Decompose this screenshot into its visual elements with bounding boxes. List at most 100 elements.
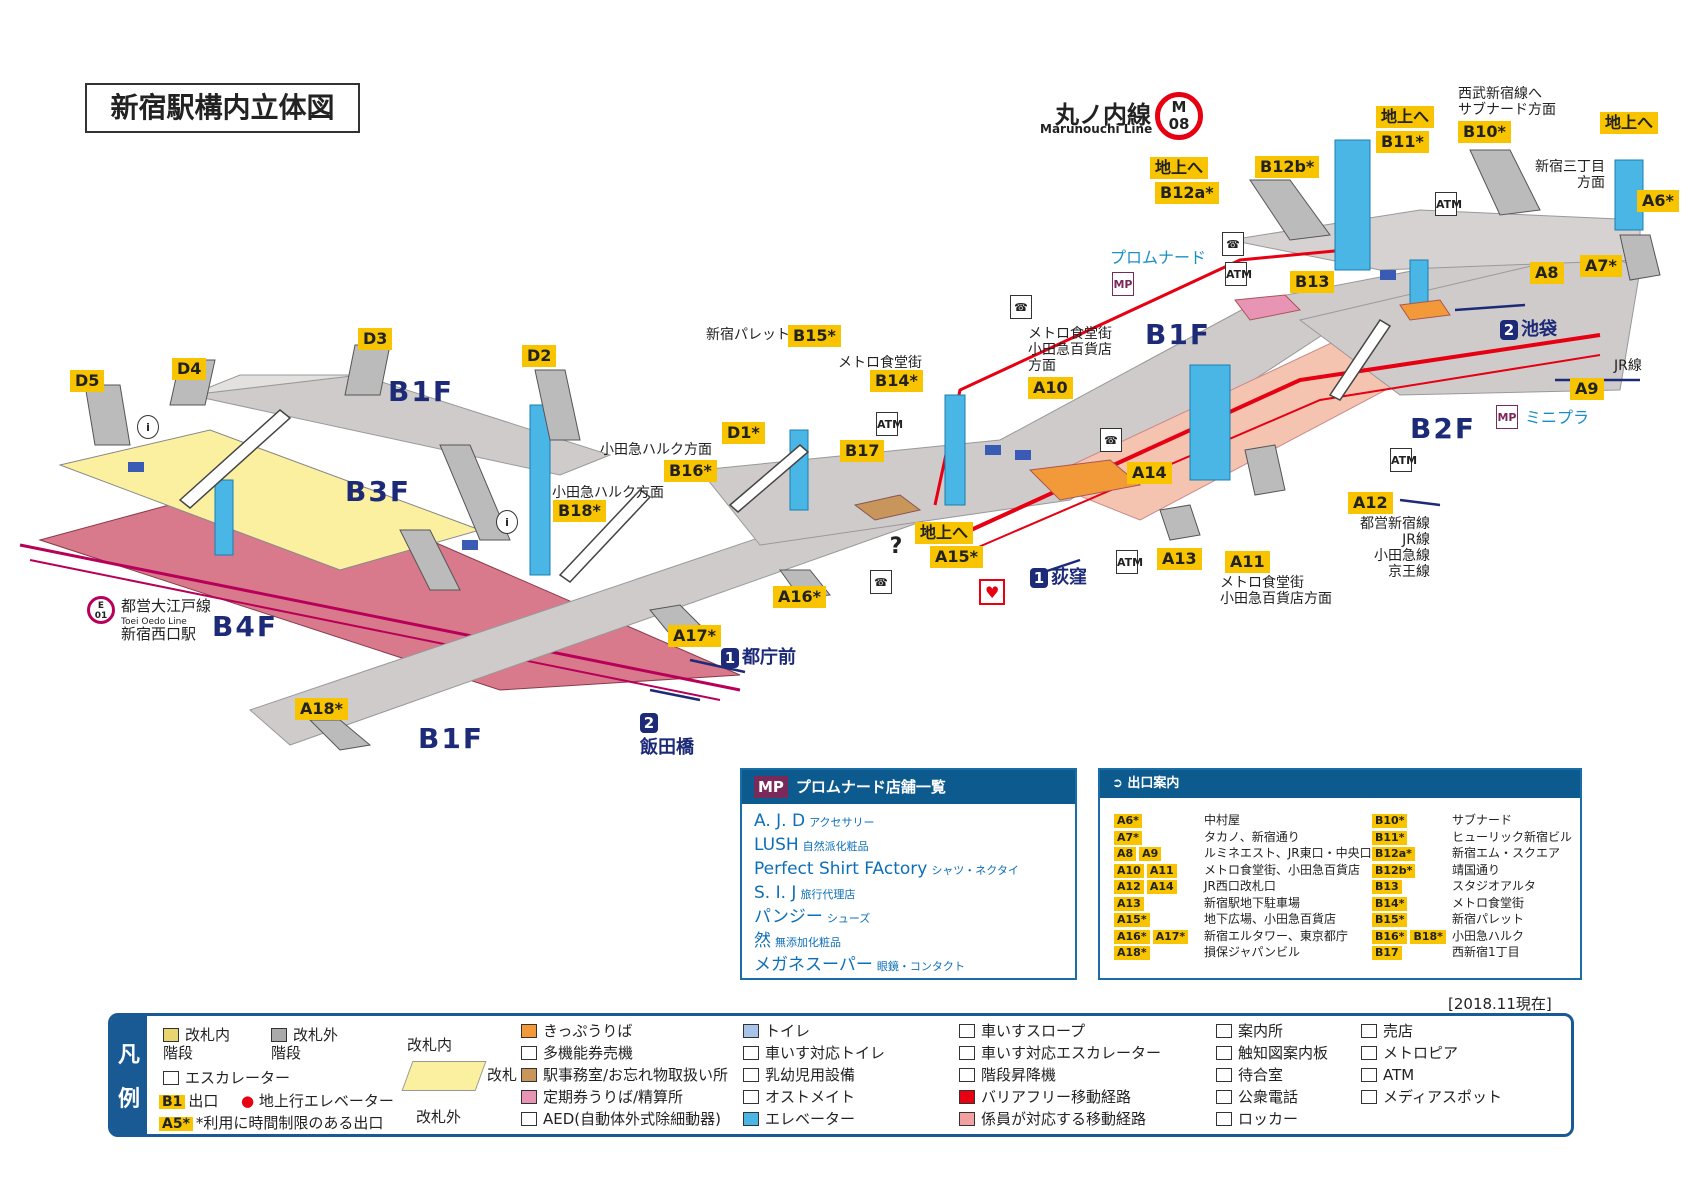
exit-d4[interactable]: D4 (172, 358, 207, 380)
legend-label: 待合室 (1238, 1066, 1284, 1084)
exit-b18[interactable]: B18* (553, 500, 606, 522)
legend-swatch (959, 1112, 975, 1126)
exit-up-b11[interactable]: 地上へ (1376, 106, 1435, 128)
exit-a9[interactable]: A9 (1570, 378, 1604, 400)
exit-a14[interactable]: A14 (1127, 462, 1172, 484)
legend-item: ロッカー (1216, 1110, 1298, 1128)
legend-item: オストメイト (743, 1088, 855, 1106)
legend-label: メトロピア (1383, 1044, 1459, 1062)
label-nishi-shinjuku: 新宿西口駅 (121, 625, 197, 643)
exit-code-chip: A13 (1114, 896, 1144, 911)
exit-a7[interactable]: A7* (1580, 255, 1622, 277)
exit-guide-row: A7*タカノ、新宿通り (1114, 829, 1300, 845)
promenade-shop-title: プロムナード店舗一覧 (795, 778, 946, 796)
exit-b10[interactable]: B10* (1458, 121, 1511, 143)
exit-up-a6[interactable]: 地上へ (1600, 112, 1659, 134)
legend-gate: 改札 (487, 1066, 518, 1084)
label-oedo: 都営大江戸線 (121, 597, 212, 615)
exit-b11[interactable]: B11* (1376, 131, 1429, 153)
oedo-line-badge: E 01 (87, 596, 115, 624)
exit-a12[interactable]: A12 (1348, 492, 1393, 514)
legend-label: 車いす対応エスカレーター (981, 1044, 1162, 1062)
legend-item: 車いす対応トイレ (743, 1044, 885, 1062)
exit-guide-title: 出口案内 (1127, 776, 1180, 791)
label-palette: 新宿パレット (706, 327, 790, 343)
exit-up-b12a[interactable]: 地上へ (1150, 157, 1209, 179)
exit-b13[interactable]: B13 (1290, 271, 1335, 293)
exit-d3[interactable]: D3 (358, 328, 393, 350)
exit-a16[interactable]: A16* (773, 586, 827, 608)
label-seibu: 西武新宿線へ サブナード方面 (1458, 86, 1556, 118)
station-office-b17 (853, 494, 922, 521)
legend-swatch (1216, 1024, 1232, 1038)
exit-code-chip: B12b* (1372, 863, 1416, 878)
legend-escalator: エスカレーター (163, 1069, 290, 1087)
legend-side-1: 凡 (117, 1043, 140, 1068)
legend-swatch (1216, 1112, 1232, 1126)
exit-guide-row: B15*新宿パレット (1372, 911, 1524, 927)
exit-b15[interactable]: B15* (788, 325, 841, 347)
legend-swatch (959, 1024, 975, 1038)
shop-type: アクセサリー (809, 816, 875, 829)
atm-icon-b13: ATM (1225, 262, 1252, 286)
exit-d2[interactable]: D2 (522, 345, 557, 367)
elevator-shaft-a11 (1189, 364, 1231, 481)
exit-b14[interactable]: B14* (870, 370, 923, 392)
escalator-swatch (163, 1071, 179, 1085)
legend-item: 駅事務室/お忘れ物取扱い所 (521, 1066, 728, 1084)
shop-item: パンジーシューズ (754, 906, 1075, 930)
legend-stairs-outside-label: 改札外 階段 (271, 1026, 339, 1062)
elevator-shaft-b11 (1334, 139, 1371, 271)
exit-code-chip: B16* (1372, 929, 1408, 944)
exit-code-chip: B10* (1372, 814, 1408, 828)
exit-guide-row: A18*損保ジャパンビル (1114, 944, 1300, 960)
exit-a10[interactable]: A10 (1028, 377, 1073, 399)
legend-item: 乳幼児用設備 (743, 1066, 855, 1084)
legend-gate-inside: 改札内 (407, 1036, 453, 1054)
exit-d5[interactable]: D5 (70, 370, 105, 392)
exit-guide-row: B10*サブナード (1372, 812, 1512, 828)
exit-a6[interactable]: A6* (1637, 190, 1679, 212)
legend-swatch (1361, 1090, 1377, 1104)
exit-chip: B1 (159, 1095, 186, 1109)
legend-item: 係員が対応する移動経路 (959, 1110, 1146, 1128)
legend-swatch (743, 1046, 759, 1060)
legend-item: 公衆電話 (1216, 1088, 1298, 1106)
legend-elevator-to-ground: ● 地上行エレベーター (241, 1092, 394, 1110)
ticket-office-a14 (1028, 459, 1142, 501)
legend-label: 階段昇降機 (981, 1066, 1057, 1084)
exit-code-chip: A12 (1114, 880, 1144, 894)
exit-b16[interactable]: B16* (664, 460, 717, 482)
exit-a13[interactable]: A13 (1157, 548, 1202, 570)
label-odakyu-halc-2: 小田急ハルク方面 (552, 485, 664, 501)
legend-item: エレベーター (743, 1110, 855, 1128)
legend-item: 車いすスロープ (959, 1022, 1085, 1040)
exit-b17[interactable]: B17 (840, 440, 885, 462)
exit-a17[interactable]: A17* (668, 625, 722, 647)
direction-tochomae-text: 都庁前 (742, 647, 796, 668)
exit-up-a15[interactable]: 地上へ (915, 522, 974, 544)
exit-guide-row: A15*地下広場、小田急百貨店 (1114, 911, 1336, 927)
legend-item: バリアフリー移動経路 (959, 1088, 1131, 1106)
legend-label: 公衆電話 (1238, 1088, 1299, 1106)
legend-stairs-inside: 改札内 階段 (163, 1026, 230, 1062)
exit-a18[interactable]: A18* (295, 698, 349, 720)
legend-label: エレベーター (765, 1110, 856, 1128)
line-code-letter: M (1171, 98, 1187, 116)
exit-b12a[interactable]: B12a* (1155, 182, 1219, 204)
exit-a11[interactable]: A11 (1225, 551, 1270, 573)
exit-a15[interactable]: A15* (930, 546, 984, 568)
legend-item: メトロピア (1361, 1044, 1458, 1062)
legend-label: AED(自動体外式除細動器) (543, 1110, 721, 1128)
exit-b12b[interactable]: B12b* (1255, 156, 1320, 178)
legend-swatch (1361, 1068, 1377, 1082)
exit-d1[interactable]: D1* (722, 422, 765, 444)
exit-a8[interactable]: A8 (1530, 262, 1564, 284)
